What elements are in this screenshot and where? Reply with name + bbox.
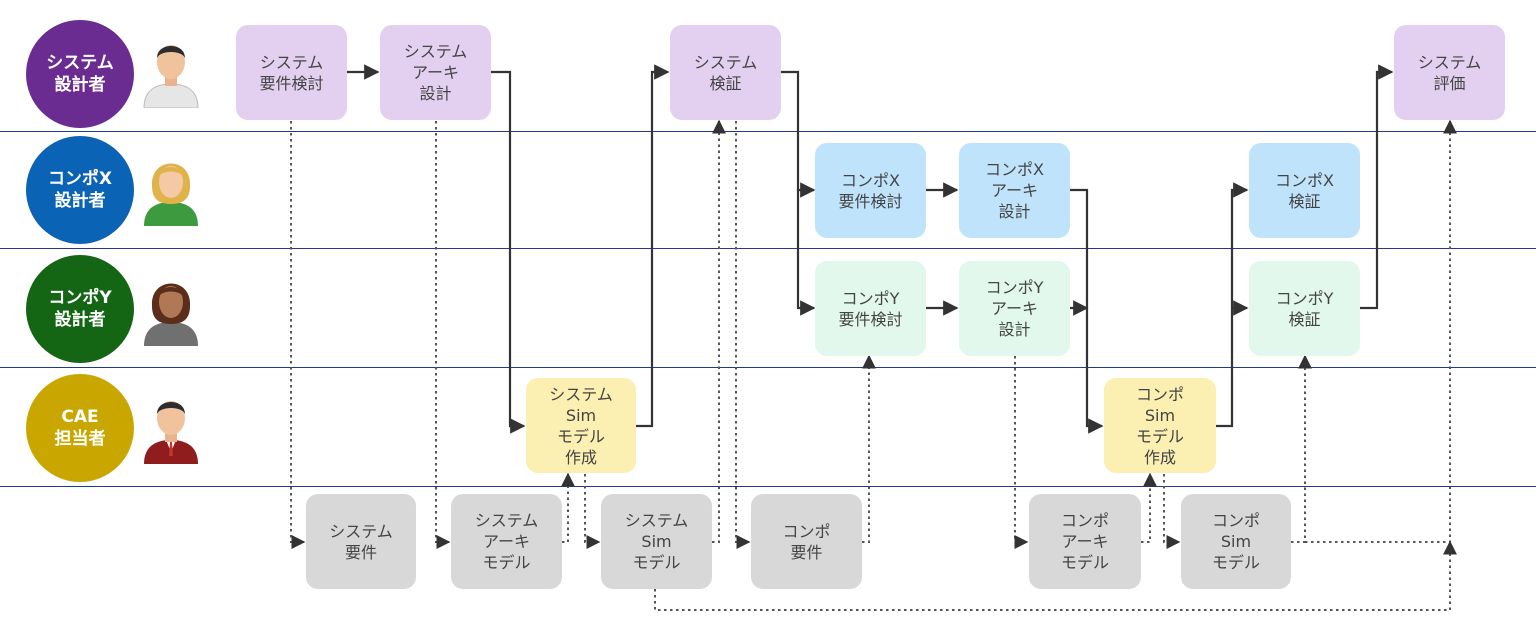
arrow-sysarch-to-syssim — [491, 70, 526, 434]
task-system-verification[interactable]: システム 検証 — [670, 25, 781, 120]
role-compo-y-designer: コンポY 設計者 — [26, 255, 134, 363]
task-system-sim-model-build[interactable]: システム Sim モデル 作成 — [526, 378, 636, 473]
arrow-yverify-to-syseval — [1360, 64, 1394, 310]
lane-divider-3 — [0, 367, 1536, 368]
role-system-designer: システム 設計者 — [26, 20, 134, 128]
lane-divider-4 — [0, 486, 1536, 487]
lane-divider-2 — [0, 248, 1536, 249]
task-compo-y-architecture-design[interactable]: コンポY アーキ 設計 — [959, 261, 1070, 356]
artifact-system-requirements[interactable]: システム 要件 — [306, 494, 416, 589]
dotted-yarch-to-compo-arch-model — [1014, 356, 1029, 549]
person-avatar-female-brown-icon — [144, 283, 198, 346]
role-cae-engineer: CAE 担当者 — [26, 374, 134, 482]
person-avatar-male-white-icon — [143, 45, 199, 108]
dotted-compo-sim-model-to-yverify — [1291, 354, 1312, 543]
arrow-sysverify-to-yreq — [796, 190, 816, 316]
task-compo-y-verification[interactable]: コンポY 検証 — [1249, 261, 1360, 356]
person-avatar-female-blonde-icon — [144, 163, 198, 226]
role-compo-x-designer: コンポX 設計者 — [26, 136, 134, 244]
task-system-architecture-design[interactable]: システム アーキ 設計 — [380, 25, 491, 120]
dotted-sysarch-model-to-syssim — [561, 472, 575, 543]
task-compo-sim-model-build[interactable]: コンポ Sim モデル 作成 — [1104, 378, 1216, 473]
dotted-compo-sim-to-compo-sim-model — [1163, 474, 1181, 549]
artifact-component-sim-model[interactable]: コンポ Sim モデル — [1181, 494, 1291, 589]
artifact-component-architecture-model[interactable]: コンポ アーキ モデル — [1029, 494, 1141, 589]
dotted-sysreq-to-sysreq-artifact — [290, 121, 306, 549]
dotted-compo-arch-model-to-compo-sim — [1141, 472, 1157, 543]
lane-divider-1 — [0, 131, 1536, 132]
artifact-system-architecture-model[interactable]: システム アーキ モデル — [451, 494, 562, 589]
person-avatar-male-suit-icon — [144, 401, 198, 464]
artifact-system-sim-model[interactable]: システム Sim モデル — [601, 494, 712, 589]
arrow-sysverify-to-xreq — [781, 70, 816, 198]
task-system-evaluation[interactable]: システム 評価 — [1394, 25, 1505, 120]
task-compo-x-requirements-study[interactable]: コンポX 要件検討 — [815, 143, 926, 238]
dotted-sys-sim-model-to-sysverify — [712, 119, 726, 543]
dotted-syssim-to-sys-sim-model — [584, 474, 601, 549]
dotted-sysarch-to-sysarch-model — [435, 121, 451, 549]
artifact-component-requirements[interactable]: コンポ 要件 — [751, 494, 862, 589]
dotted-compo-req-to-yreq — [862, 354, 876, 543]
task-compo-x-architecture-design[interactable]: コンポX アーキ 設計 — [959, 143, 1070, 238]
task-compo-x-verification[interactable]: コンポX 検証 — [1249, 143, 1360, 238]
dotted-sysverify-to-compo-req — [735, 121, 751, 549]
task-system-requirements-study[interactable]: システム 要件検討 — [236, 25, 347, 120]
task-compo-y-requirements-study[interactable]: コンポY 要件検討 — [815, 261, 926, 356]
arrow-syssim-to-sysverify — [636, 64, 670, 428]
